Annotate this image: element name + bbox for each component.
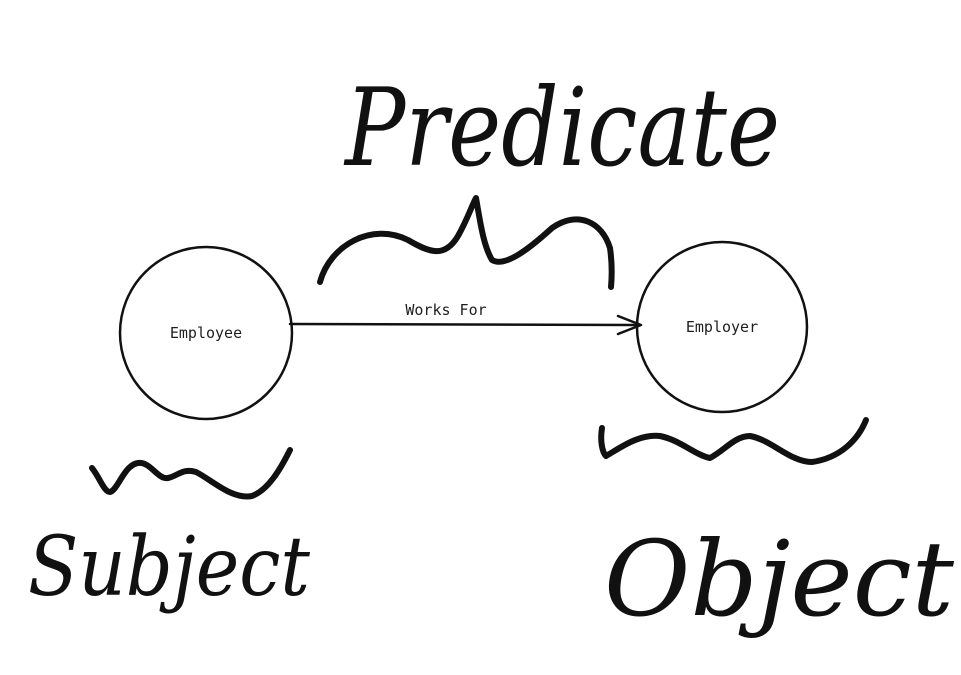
predicate-brace	[317, 195, 615, 290]
edge-line	[288, 322, 642, 327]
works-for-edge[interactable]	[288, 314, 643, 336]
subject-brace	[89, 447, 293, 500]
object-brace	[598, 417, 869, 465]
predicate-annotation: Predicate	[343, 66, 780, 191]
subject-node-circle[interactable]	[118, 245, 294, 421]
object-node-label: Employer	[686, 318, 758, 336]
object-annotation: Object	[604, 518, 954, 640]
subject-node-label: Employee	[170, 324, 242, 342]
arrow-head-icon	[616, 314, 643, 336]
edge-label: Works For	[405, 301, 486, 319]
subject-annotation: Subject	[28, 520, 311, 615]
